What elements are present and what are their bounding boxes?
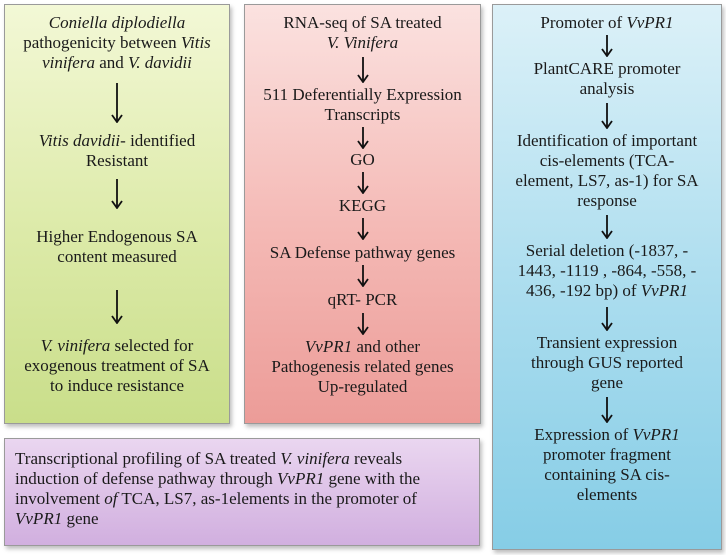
arrow-down-icon — [601, 307, 613, 331]
arrow-down-icon — [601, 215, 613, 239]
step-qrt-pcr: qRT- PCR — [327, 290, 398, 309]
summary-text: Transcriptional profiling of SA treated … — [15, 449, 421, 528]
arrow-down-icon — [356, 172, 369, 194]
step-promoter: Promoter of VvPR1 — [540, 13, 674, 32]
step-serial-deletion: Serial deletion (-1837, -1443, -1119 , -… — [517, 241, 697, 300]
arrow-down-icon — [356, 57, 369, 83]
panel-summary: Transcriptional profiling of SA treated … — [4, 438, 480, 546]
step-sa-defense: SA Defense pathway genes — [269, 243, 456, 262]
arrow-down-icon — [601, 103, 613, 129]
arrow-down-icon — [356, 313, 369, 335]
arrow-down-icon — [356, 218, 369, 240]
arrow-down-icon — [601, 35, 613, 57]
arrow-down-icon — [111, 179, 123, 209]
arrow-down-icon — [356, 265, 369, 287]
step-go: GO — [350, 150, 375, 169]
arrow-down-icon — [111, 83, 123, 123]
step-kegg: KEGG — [338, 196, 387, 215]
arrow-down-icon — [601, 397, 613, 423]
arrow-down-icon — [111, 290, 123, 324]
arrow-down-icon — [356, 127, 369, 149]
